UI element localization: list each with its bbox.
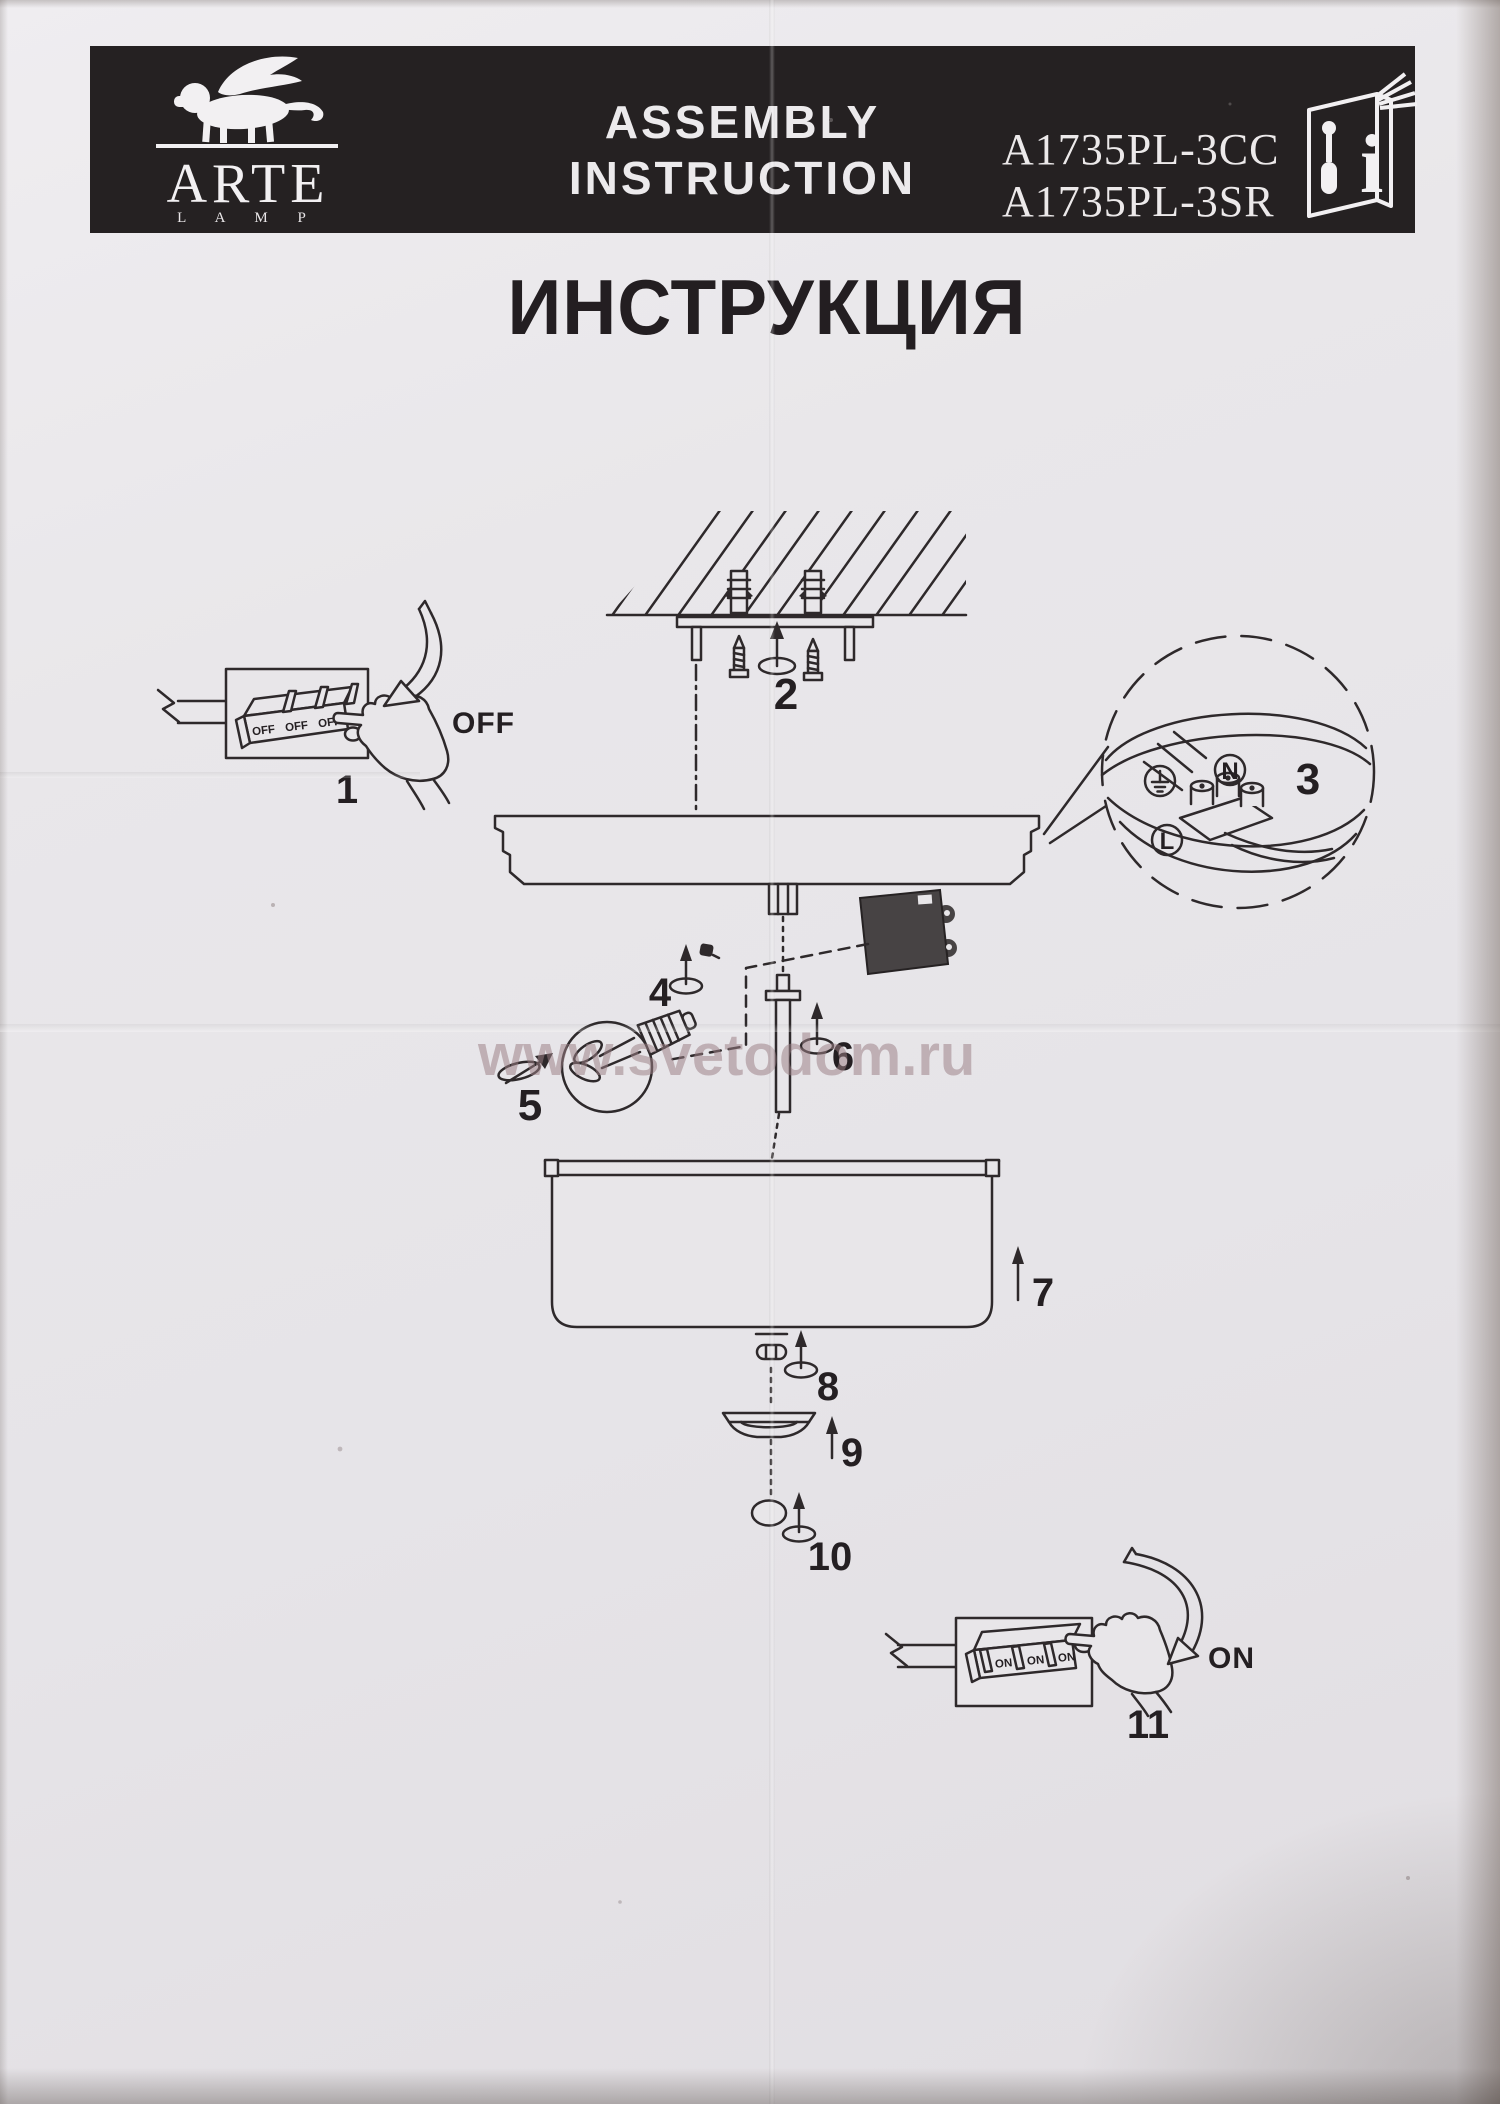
curved-arrow-down-icon xyxy=(382,599,443,708)
ceiling-hatch xyxy=(608,511,966,616)
toggle-label-on-2: ON xyxy=(1026,1654,1044,1668)
hex-nipple xyxy=(767,882,799,916)
magnifier-circle xyxy=(1100,634,1376,910)
live-terminal-icon: L xyxy=(1150,823,1184,857)
svg-text:L: L xyxy=(1160,828,1175,855)
model-number-2: A1735PL-3SR xyxy=(1002,177,1275,226)
step-10-number: 10 xyxy=(808,1535,853,1579)
step-3-number: 3 xyxy=(1296,755,1320,804)
hanging-rod xyxy=(764,973,802,1114)
manual-booklet-icon: i xyxy=(1307,72,1418,218)
breaker-switch-bar-off: OFF OFF OFF xyxy=(234,682,360,750)
hand-icon-on xyxy=(1064,1612,1174,1718)
wall-plug-anchors xyxy=(725,569,827,615)
toggle-label-on-3: ON xyxy=(1057,1651,1075,1665)
model-number-1: A1735PL-3CC xyxy=(1002,125,1280,174)
diffuser-dish xyxy=(721,1411,817,1439)
mounting-screws xyxy=(728,634,824,682)
socket-leader-line xyxy=(666,942,870,1062)
step-9-dish-arrow xyxy=(826,1416,838,1460)
neutral-terminal-icon: N xyxy=(1213,753,1247,787)
toggle-label-off-2: OFF xyxy=(284,720,308,735)
step-3-wiring-detail: N L 3 xyxy=(1042,634,1376,910)
step-7-shade-arrow xyxy=(1012,1246,1024,1302)
breaker-switch-bar-on: ON ON ON xyxy=(964,1622,1082,1684)
step-4-canopy-screw xyxy=(668,943,721,995)
step-8-washer-arrow xyxy=(783,1330,819,1379)
step-6-number: 6 xyxy=(832,1035,854,1079)
guide-lines xyxy=(694,663,785,1499)
toggle-label-off-1: OFF xyxy=(251,724,275,739)
wire-connector-block xyxy=(858,888,957,976)
dust-specks xyxy=(271,102,1410,1904)
step-7-number: 7 xyxy=(1032,1271,1054,1315)
mounting-bracket xyxy=(675,615,875,662)
model-numbers: A1735PL-3CC A1735PL-3SR xyxy=(1002,124,1279,228)
svg-text:N: N xyxy=(1221,758,1238,785)
step-1-power-off: OFF OFF OFF OFF 1 xyxy=(156,599,515,812)
cable-break-icon-2 xyxy=(884,1632,909,1668)
logo-underline xyxy=(156,144,338,148)
terminal-block xyxy=(1178,771,1274,842)
header-bar: ARTE L A M P ASSEMBLY INSTRUCTION A1735P… xyxy=(90,46,1418,233)
step-10-finial-arrow xyxy=(781,1492,817,1543)
washer-nut xyxy=(754,1332,789,1361)
step-11-power-on: ON ON ON ON 11 xyxy=(884,1546,1255,1747)
incoming-wires xyxy=(1142,730,1208,792)
hanging-stud-left xyxy=(690,625,703,662)
step-11-number: 11 xyxy=(1127,1703,1169,1747)
on-state-label: ON xyxy=(1208,1642,1255,1675)
finial-ball xyxy=(750,1499,788,1527)
cable-break-icon xyxy=(156,688,181,724)
outgoing-wires xyxy=(1223,831,1336,864)
step-2-screw-arrow xyxy=(757,621,797,676)
arte-lamp-logo: ARTE L A M P xyxy=(156,56,338,226)
step-2-number: 2 xyxy=(774,670,798,719)
step-5-number: 5 xyxy=(518,1081,542,1130)
step-1-number: 1 xyxy=(336,768,358,812)
brand-name: ARTE xyxy=(167,153,330,215)
assembly-title: ASSEMBLY INSTRUCTION xyxy=(90,94,1415,206)
screwdriver-icon xyxy=(1321,121,1337,194)
step-9-number: 9 xyxy=(841,1431,863,1475)
toggle-label-on-1: ON xyxy=(994,1657,1012,1671)
step-8-number: 8 xyxy=(817,1365,839,1409)
step-5-bulb-arrow xyxy=(497,1053,553,1085)
page-title: ИНСТРУКЦИЯ xyxy=(507,263,1027,351)
drum-shade xyxy=(543,1158,1001,1329)
off-state-label: OFF xyxy=(452,707,515,740)
assembly-title-line2: INSTRUCTION xyxy=(568,152,917,204)
step-6-rod-arrow xyxy=(799,1002,835,1055)
winged-lion-icon xyxy=(174,56,324,143)
ceiling-canopy xyxy=(493,814,1041,886)
brand-subtitle: L A M P xyxy=(177,210,319,226)
earth-terminal-icon xyxy=(1143,764,1177,798)
assembly-title-line1: ASSEMBLY xyxy=(604,96,881,148)
step-4-number: 4 xyxy=(649,971,672,1015)
light-bulb-icon xyxy=(560,1009,697,1114)
curved-arrow-up-icon xyxy=(1122,1546,1204,1666)
watermark: www.svetodom.ru xyxy=(478,1023,976,1088)
hanging-stud-right xyxy=(843,625,856,662)
info-glyph: i xyxy=(1360,118,1383,211)
